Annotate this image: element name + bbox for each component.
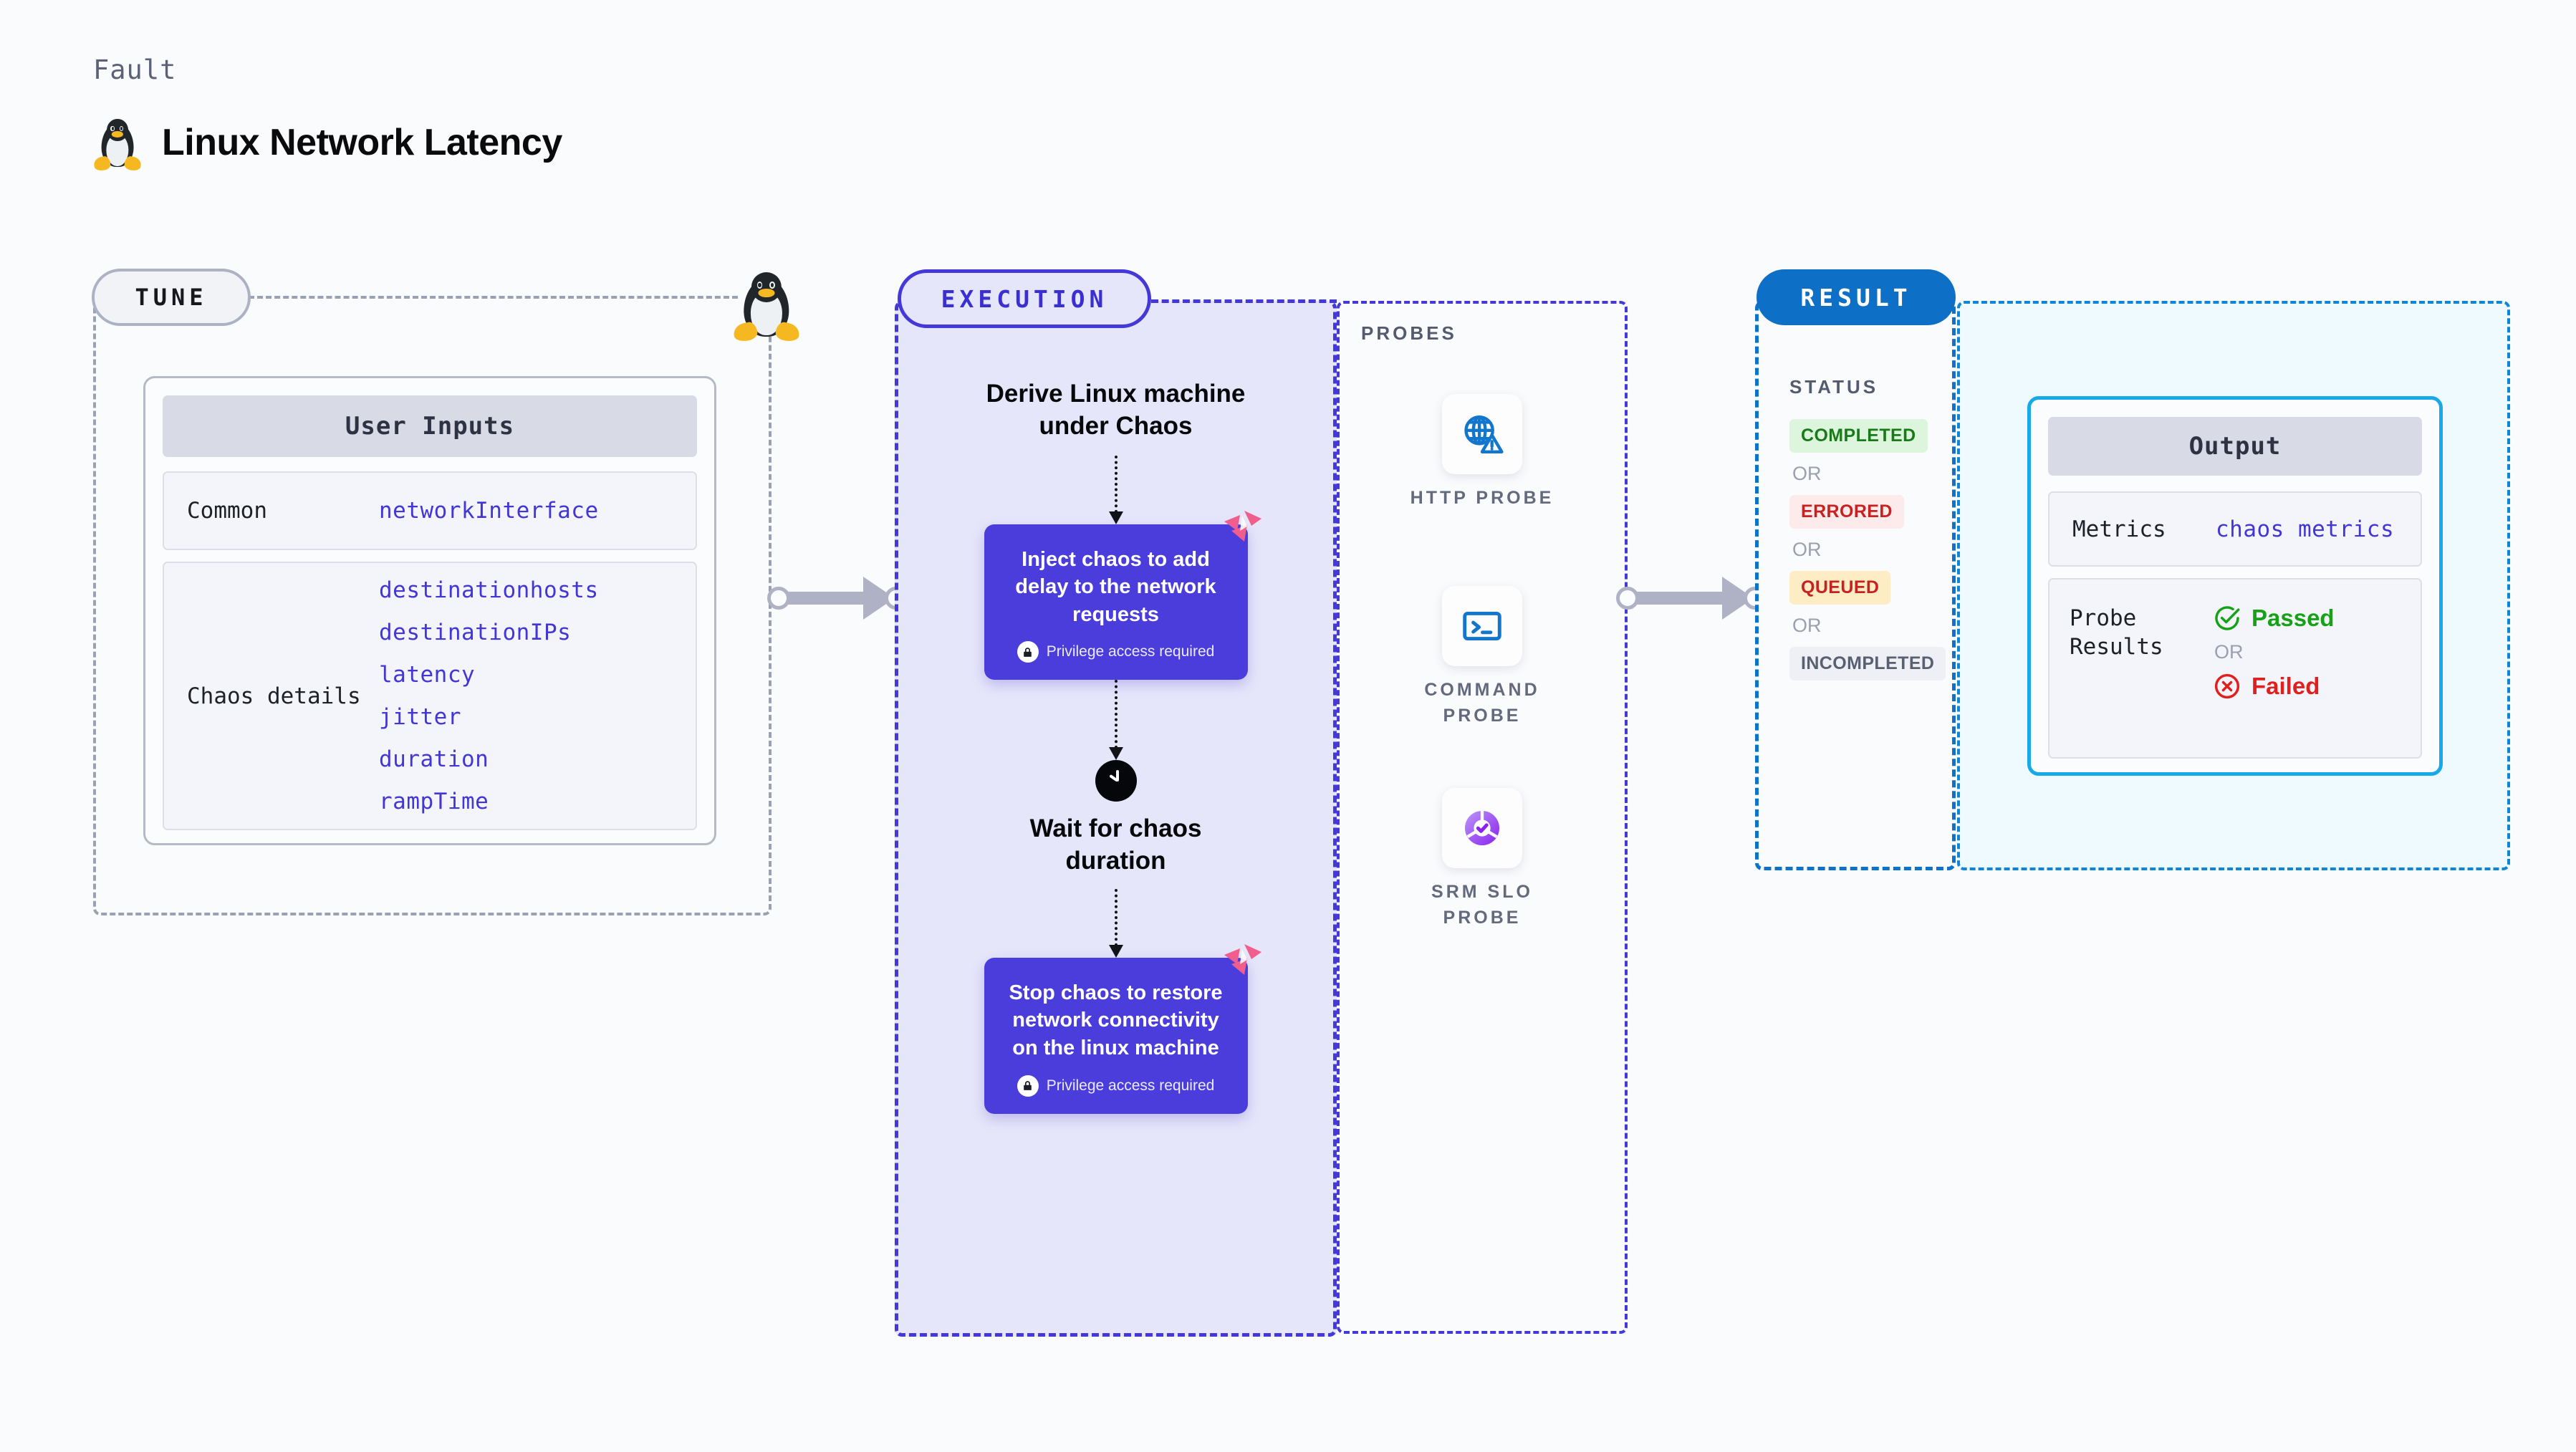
tune-value-ramptime: rampTime	[379, 789, 489, 814]
tune-row-chaos-label: Chaos details	[187, 683, 361, 709]
probe-command[interactable]: COMMAND PROBE	[1337, 586, 1628, 729]
execution-badge: EXECUTION	[898, 269, 1151, 328]
status-or-2: OR	[1792, 539, 1822, 560]
status-badge-queued: QUEUED	[1789, 571, 1891, 605]
output-probe-results-label: Probe Results	[2070, 605, 2163, 660]
probe-command-label: COMMAND PROBE	[1424, 680, 1540, 726]
linux-penguin-badge-icon	[731, 266, 802, 344]
tune-row-common-values: networkInterface	[379, 498, 599, 524]
execution-inject-chaos-box: Inject chaos to add delay to the network…	[984, 510, 1261, 681]
output-metrics-label: Metrics	[2072, 516, 2166, 542]
tune-value-destinationips: destinationIPs	[379, 620, 572, 645]
harness-logo-icon	[1224, 943, 1261, 975]
probe-srm-slo[interactable]: SRM SLO PROBE	[1337, 788, 1628, 931]
status-badge-completed: COMPLETED	[1789, 419, 1928, 453]
execution-stop-privilege-note: Privilege access required	[1017, 1074, 1215, 1097]
tune-badge: TUNE	[92, 269, 251, 326]
flow-arrow-2	[1114, 680, 1118, 760]
execution-inject-privilege-text: Privilege access required	[1046, 643, 1215, 660]
output-card: Output Metrics chaos metrics Probe Resul…	[2027, 396, 2443, 776]
probe-result-or: OR	[2214, 641, 2244, 663]
user-inputs-card: User Inputs Common networkInterface Chao…	[143, 376, 716, 845]
flow-arrow-3	[1114, 888, 1118, 958]
execution-flow: Derive Linux machine under Chaos Inject …	[895, 378, 1337, 1114]
result-badge: RESULT	[1756, 269, 1956, 325]
execution-step-derive: Derive Linux machine under Chaos	[986, 380, 1246, 440]
tune-value-latency: latency	[379, 662, 476, 688]
flow-arrow-1	[1114, 455, 1118, 524]
status-badge-incompleted: INCOMPLETED	[1789, 647, 1946, 681]
probe-result-passed: Passed	[2213, 604, 2335, 633]
tune-value-jitter: jitter	[379, 704, 461, 730]
output-row-metrics: Metrics chaos metrics	[2048, 491, 2422, 567]
terminal-prompt-icon	[1442, 586, 1522, 666]
globe-warning-icon	[1442, 394, 1522, 474]
lock-icon	[1017, 641, 1039, 663]
probe-result-failed-label: Failed	[2251, 673, 2320, 699]
tune-row-chaos-details: Chaos details destinationhosts destinati…	[163, 562, 697, 830]
x-circle-icon	[2214, 673, 2240, 699]
result-panel: STATUS COMPLETED OR ERRORED OR QUEUED OR…	[1755, 301, 1956, 870]
tune-value-duration: duration	[379, 746, 489, 772]
execution-panel-top-border	[1151, 299, 1337, 303]
tune-row-chaos-values: destinationhosts destinationIPs latency …	[379, 577, 599, 814]
tune-panel: User Inputs Common networkInterface Chao…	[93, 296, 772, 915]
tune-row-common: Common networkInterface	[163, 471, 697, 550]
output-metrics-values: chaos metrics	[2216, 516, 2394, 542]
connector-shaft	[1628, 592, 1732, 605]
status-badge-errored: ERRORED	[1789, 495, 1904, 529]
check-circle-icon	[2215, 606, 2240, 630]
page-title-row: Linux Network Latency	[92, 115, 562, 173]
probes-panel: PROBES HTTP PROBE	[1337, 301, 1628, 1334]
execution-stop-privilege-text: Privilege access required	[1046, 1077, 1215, 1094]
status-or-3: OR	[1792, 615, 1822, 636]
user-inputs-title: User Inputs	[163, 395, 697, 457]
tune-panel-top-border	[93, 296, 738, 299]
output-probe-results-values: Passed OR Failed	[2213, 604, 2335, 701]
tune-value-destinationhosts: destinationhosts	[379, 577, 599, 603]
probe-result-passed-label: Passed	[2251, 605, 2335, 631]
tune-value-networkinterface: networkInterface	[379, 498, 599, 524]
output-card-title: Output	[2048, 417, 2422, 476]
status-or-1: OR	[1792, 463, 1822, 484]
execution-step-wait: Wait for chaos duration	[1029, 814, 1202, 875]
connector-tune-to-execution	[767, 577, 908, 620]
probe-srm-slo-label: SRM SLO PROBE	[1431, 882, 1533, 928]
clock-icon	[1095, 760, 1137, 802]
execution-inject-privilege-note: Privilege access required	[1017, 641, 1215, 663]
slo-donut-check-icon	[1442, 788, 1522, 868]
output-metrics-value: chaos metrics	[2216, 516, 2395, 542]
output-row-probe-results: Probe Results Passed OR Failed	[2048, 578, 2422, 759]
connector-start-dot	[767, 587, 790, 610]
probe-http-label: HTTP PROBE	[1410, 488, 1554, 508]
probe-result-failed: Failed	[2213, 672, 2335, 701]
status-list: COMPLETED OR ERRORED OR QUEUED OR INCOMP…	[1789, 419, 1946, 681]
execution-panel: Derive Linux machine under Chaos Inject …	[895, 299, 1337, 1337]
connector-start-dot	[1616, 587, 1639, 610]
page-title: Linux Network Latency	[162, 122, 562, 163]
connector-shaft	[779, 592, 873, 605]
page-kicker: Fault	[93, 54, 177, 85]
harness-logo-icon	[1224, 510, 1261, 542]
probes-label: PROBES	[1361, 322, 1457, 344]
execution-stop-chaos-box: Stop chaos to restore network connectivi…	[984, 943, 1261, 1114]
execution-inject-chaos-text: Inject chaos to add delay to the network…	[1015, 547, 1216, 626]
status-label: STATUS	[1789, 376, 1879, 398]
connector-probes-to-result	[1616, 577, 1767, 620]
probe-http[interactable]: HTTP PROBE	[1337, 394, 1628, 511]
execution-stop-chaos-text: Stop chaos to restore network connectivi…	[1009, 981, 1223, 1059]
lock-icon	[1017, 1074, 1039, 1097]
tune-row-common-label: Common	[187, 498, 267, 524]
linux-penguin-icon	[92, 115, 143, 173]
